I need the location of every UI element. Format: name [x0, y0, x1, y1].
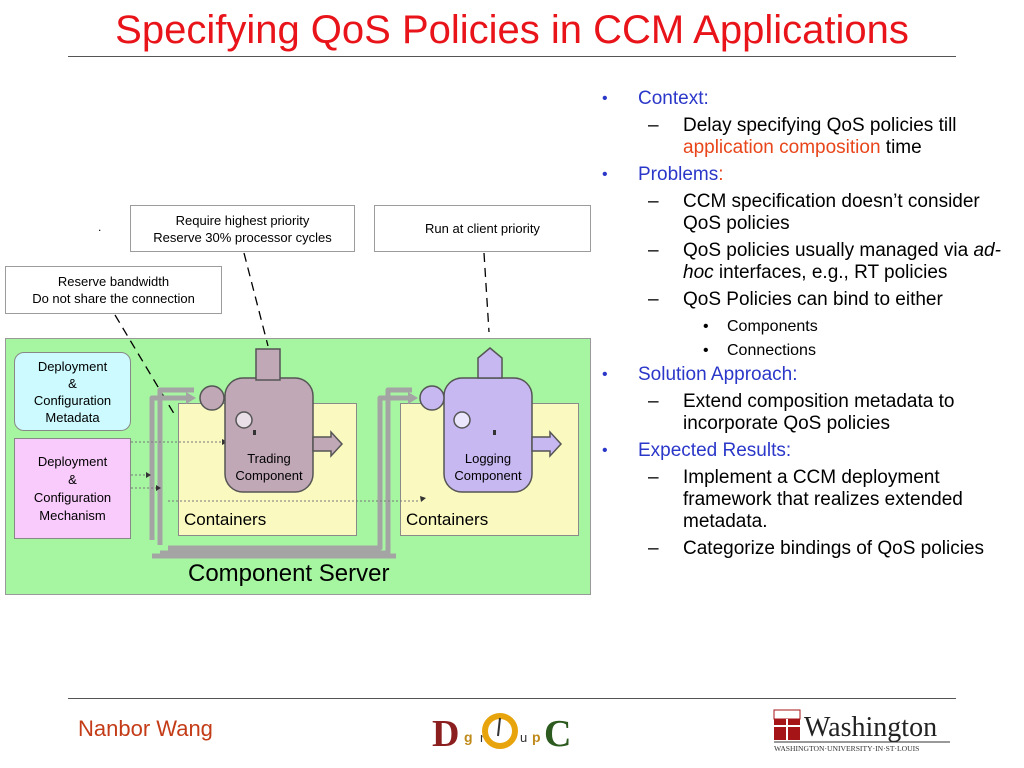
bullet-solution-text: Solution Approach: — [638, 364, 798, 385]
wu-shield-icon — [773, 709, 801, 740]
component-pins — [253, 430, 496, 435]
mechanism-line-4: Mechanism — [39, 507, 106, 523]
trading-label-line-2: Component — [235, 468, 303, 483]
bullet-solution-1: Extend composition metadata to incorpora… — [600, 391, 1010, 435]
wu-subtitle: WASHINGTON·UNIVERSITY·IN·ST·LOUIS — [774, 744, 919, 753]
diagram-graphics — [114, 252, 563, 559]
mechanism-line-1: Deployment — [37, 453, 108, 469]
context-sub-highlight: application composition — [683, 137, 881, 158]
bullet-problem-1: CCM specification doesn’t consider QoS p… — [600, 191, 1010, 235]
containers-left-label: Containers — [184, 510, 267, 529]
bullet-list: Context: Delay specifying QoS policies t… — [600, 88, 1010, 565]
priority-callout: Require highest priority Reserve 30% pro… — [130, 205, 355, 252]
deployment-metadata-box: Deployment & Configuration Metadata — [14, 352, 131, 431]
problem-2-before: QoS policies usually managed via — [683, 240, 974, 261]
bullet-result-2: Categorize bindings of QoS policies — [600, 538, 1010, 560]
trading-component — [199, 348, 344, 493]
doc-logo-p: p — [532, 729, 541, 745]
trading-component-label: Trading Component — [225, 450, 313, 484]
bullet-results: Expected Results: — [600, 440, 1010, 462]
bullet-problem-2: QoS policies usually managed via ad-hoc … — [600, 240, 1010, 284]
doc-logo-g: g — [464, 729, 473, 745]
client-priority-callout-text: Run at client priority — [425, 221, 540, 236]
metadata-line-2: & — [68, 375, 77, 391]
bullet-context: Context: — [600, 88, 1010, 110]
title-divider — [68, 56, 956, 57]
doc-logo-c: C — [544, 713, 570, 752]
logging-label-line-2: Component — [454, 468, 522, 483]
flow-arrowheads — [186, 392, 418, 404]
doc-logo-d: D — [432, 713, 459, 752]
bullet-bind-connections: Connections — [600, 340, 1010, 361]
bullet-problems-text: Problems — [638, 164, 719, 185]
logging-label-line-1: Logging — [464, 451, 512, 466]
wu-wordmark: Washington — [804, 712, 937, 743]
metadata-line-4: Metadata — [45, 409, 100, 425]
bullet-bind-components: Components — [600, 316, 1010, 337]
stray-dot: . — [98, 220, 102, 234]
connector-arrowheads — [146, 439, 426, 502]
bullet-results-text: Expected Results: — [638, 440, 792, 461]
client-leader-line — [483, 252, 490, 333]
doc-logo-u: u — [520, 730, 527, 745]
metadata-line-1: Deployment — [37, 358, 108, 374]
bandwidth-leader-line — [114, 314, 177, 418]
priority-callout-line-2: Reserve 30% processor cycles — [153, 229, 332, 245]
problem-2-after: interfaces, e.g., RT policies — [713, 262, 948, 283]
bullet-problem-3: QoS Policies can bind to either — [600, 289, 1010, 311]
mechanism-connectors — [131, 441, 420, 502]
deployment-mechanism-box: Deployment & Configuration Mechanism — [14, 438, 131, 539]
logging-component — [419, 347, 563, 493]
component-server-label: Component Server — [188, 560, 390, 587]
bandwidth-callout-line-1: Reserve bandwidth — [57, 274, 170, 289]
mechanism-line-2: & — [68, 471, 77, 487]
containers-right-label: Containers — [406, 510, 489, 529]
priority-leader-line — [243, 252, 269, 347]
bullet-result-1: Implement a CCM deployment framework tha… — [600, 467, 1010, 533]
bullet-solution: Solution Approach: — [600, 364, 1010, 386]
doc-logo-r: r — [480, 730, 485, 745]
doc-group-logo: D g r u p C — [428, 710, 570, 752]
washington-university-logo: Washington WASHINGTON·UNIVERSITY·IN·ST·L… — [773, 709, 950, 753]
context-sub-before: Delay specifying QoS policies till — [683, 115, 957, 136]
client-priority-callout: Run at client priority — [374, 205, 591, 252]
doc-logo-o — [482, 713, 518, 749]
author-name: Nanbor Wang — [78, 716, 213, 741]
bandwidth-callout: Reserve bandwidth Do not share the conne… — [5, 266, 222, 314]
bullet-context-text: Context: — [638, 88, 709, 109]
trading-label-line-1: Trading — [247, 451, 291, 466]
problems-colon: : — [718, 164, 724, 185]
deployment-flow-arrows — [149, 387, 412, 559]
metadata-line-3: Configuration — [33, 392, 112, 408]
logging-component-label: Logging Component — [444, 450, 532, 484]
footer-divider — [68, 698, 956, 699]
bullet-problems: Problems: — [600, 164, 1010, 186]
bullet-context-sub: Delay specifying QoS policies till appli… — [600, 115, 1010, 159]
mechanism-line-3: Configuration — [33, 489, 112, 505]
priority-callout-line-1: Require highest priority — [175, 212, 310, 228]
context-sub-after: time — [880, 137, 922, 158]
problem-2-italic: ad-hoc — [683, 240, 1001, 283]
slide-title: Specifying QoS Policies in CCM Applicati… — [115, 8, 909, 52]
bandwidth-callout-line-2: Do not share the connection — [32, 291, 195, 306]
